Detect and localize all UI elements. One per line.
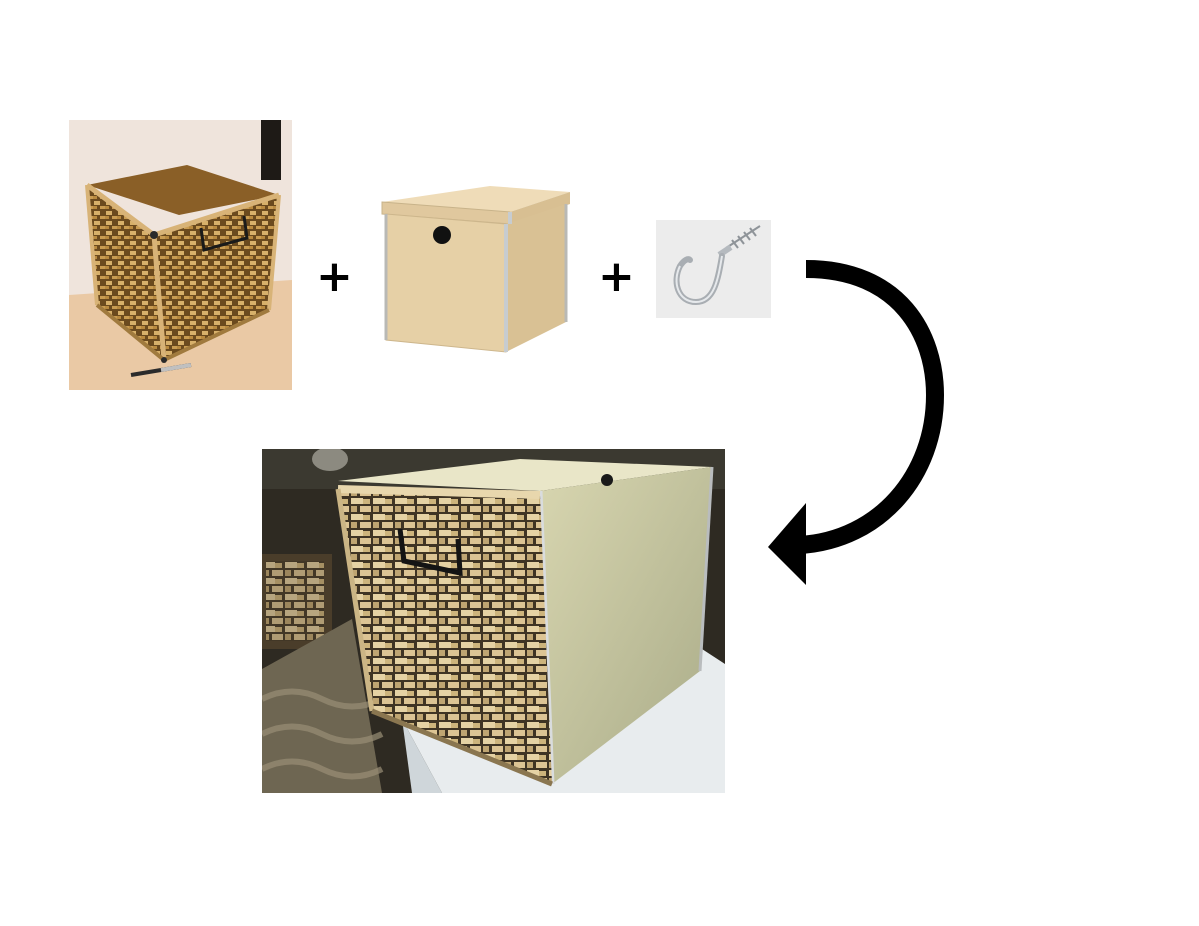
plus-sign-2: + bbox=[598, 251, 635, 302]
curved-arrow-icon bbox=[768, 260, 945, 585]
wicker-basket-illustration bbox=[69, 120, 292, 390]
combined-box-illustration bbox=[262, 449, 725, 793]
plus-sign-1: + bbox=[316, 251, 353, 302]
result-box-photo bbox=[262, 449, 725, 793]
handle-hole bbox=[433, 226, 451, 244]
screw-hook-photo bbox=[656, 220, 771, 318]
storage-box-photo bbox=[378, 180, 574, 356]
storage-box-illustration bbox=[381, 186, 570, 353]
wicker-basket-photo bbox=[69, 120, 292, 390]
screw-hook-icon bbox=[656, 220, 771, 318]
